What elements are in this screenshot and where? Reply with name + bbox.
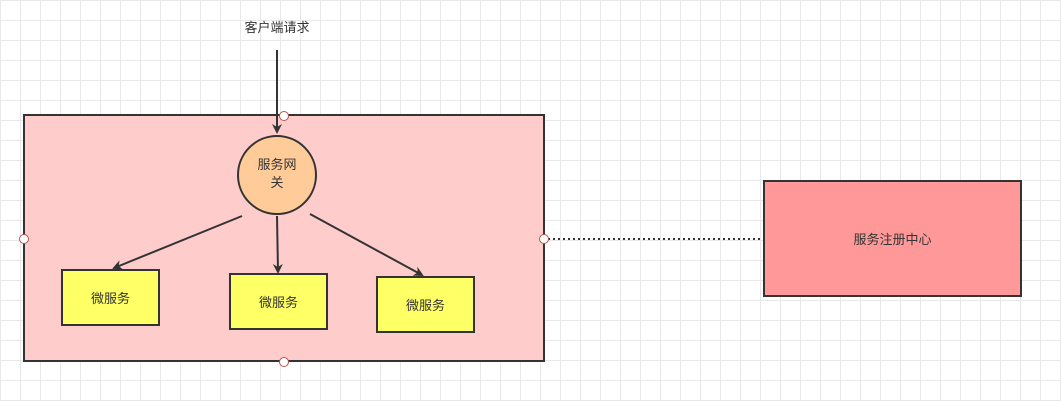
registry-box[interactable]	[763, 180, 1022, 297]
gateway-to-service-1-arrow	[112, 215, 243, 270]
container-handle-right[interactable]	[539, 234, 549, 244]
container-handle-bottom[interactable]	[279, 357, 289, 367]
microservice-label-2: 微服务	[258, 296, 298, 311]
microservice-box-3[interactable]	[376, 276, 475, 333]
gateway-label: 服务网 关	[257, 158, 297, 191]
gateway-to-service-3-arrow	[309, 213, 424, 276]
gateway-to-service-2-arrow	[272, 215, 283, 274]
request-label: 客户端请求	[244, 20, 310, 36]
gateway-node[interactable]	[237, 135, 317, 215]
microservice-label-1: 微服务	[90, 292, 130, 307]
container-handle-left[interactable]	[19, 234, 29, 244]
registry-label: 服务注册中心	[853, 233, 932, 248]
container-handle-top[interactable]	[279, 111, 289, 121]
microservice-box-2[interactable]	[229, 273, 328, 330]
microservice-box-1[interactable]	[61, 269, 160, 326]
microservice-label-3: 微服务	[405, 299, 445, 314]
